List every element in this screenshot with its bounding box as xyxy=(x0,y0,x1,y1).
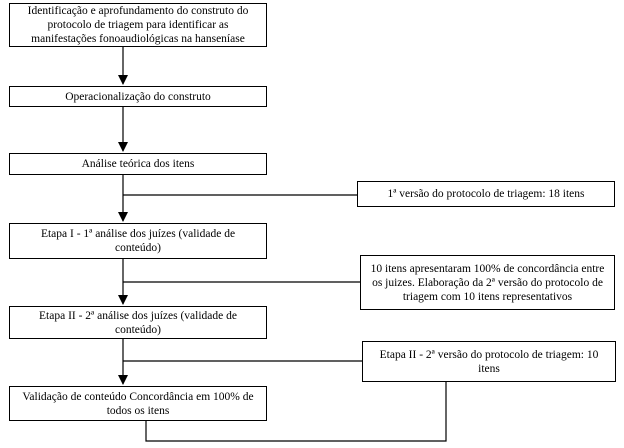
step-operationalization: Operacionalização do construto xyxy=(9,86,267,107)
note-first-version-label: 1ª versão do protocolo de triagem: 18 it… xyxy=(387,188,585,200)
loop-line xyxy=(145,381,447,442)
step-theoretical-analysis-label: Análise teórica dos itens xyxy=(81,158,195,170)
step-identification-label: Identificação e aprofundamento do constr… xyxy=(27,5,249,45)
step-judges-second: Etapa II - 2ª análise dos juízes (valida… xyxy=(9,306,267,339)
note-second-version-elaboration-label: 10 itens apresentaram 100% de concordânc… xyxy=(370,262,605,303)
step-judges-first-label: Etapa I - 1ª análise dos juízes (validad… xyxy=(40,228,236,254)
note-second-version-label: Etapa II - 2ª versão do protocolo de tri… xyxy=(379,348,599,375)
step-judges-first: Etapa I - 1ª análise dos juízes (validad… xyxy=(9,223,267,259)
note-second-version-elaboration: 10 itens apresentaram 100% de concordânc… xyxy=(360,255,615,310)
step-operationalization-label: Operacionalização do construto xyxy=(65,90,211,103)
step-theoretical-analysis: Análise teórica dos itens xyxy=(9,153,267,175)
step-identification: Identificação e aprofundamento do constr… xyxy=(9,3,267,47)
note-second-version: Etapa II - 2ª versão do protocolo de tri… xyxy=(362,341,616,382)
step-judges-second-label: Etapa II - 2ª análise dos juízes (valida… xyxy=(39,309,237,336)
step-content-validation: Validação de conteúdo Concordância em 10… xyxy=(9,386,267,421)
step-content-validation-label: Validação de conteúdo Concordância em 10… xyxy=(22,390,254,417)
note-first-version: 1ª versão do protocolo de triagem: 18 it… xyxy=(357,181,615,207)
